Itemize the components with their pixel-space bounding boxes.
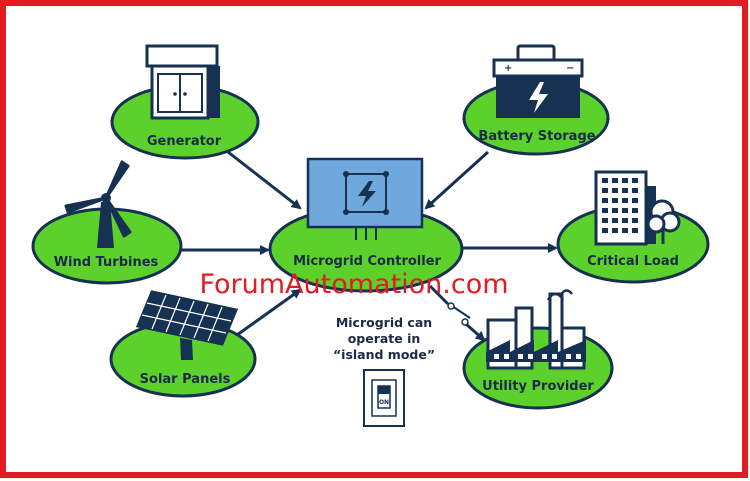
switch-contact-b [461, 318, 469, 326]
node-critical: Critical Load [556, 170, 710, 284]
note-line-1: Microgrid can [336, 315, 432, 330]
node-generator: Generator [110, 44, 260, 160]
svg-text:+: + [504, 63, 512, 74]
controller-icon [306, 157, 424, 240]
node-wind: Wind Turbines [31, 160, 183, 285]
node-utility-label: Utility Provider [482, 379, 594, 394]
switch-contact-a [447, 302, 455, 310]
connectors [180, 150, 558, 342]
node-controller: Microgrid Controller [268, 157, 464, 293]
node-utility: Utility Provider [462, 289, 614, 410]
note-line-2: operate in [348, 331, 421, 346]
node-controller-label: Microgrid Controller [293, 254, 441, 269]
node-utility-ellipse [462, 326, 614, 410]
arrow-generator-to-controller [227, 150, 302, 210]
switch-blade [451, 305, 471, 319]
arrow-solar-to-controller [229, 288, 302, 342]
battery-icon: + − [492, 44, 584, 118]
factory-icon [486, 289, 586, 370]
node-battery-label: Battery Storage [478, 129, 595, 144]
note-line-3: “island mode” [333, 347, 435, 362]
svg-text:−: − [566, 63, 574, 74]
wind-turbine-icon [64, 160, 132, 248]
building-icon [594, 170, 681, 246]
node-solar-label: Solar Panels [140, 372, 231, 387]
link-switch-to-utility [465, 322, 486, 342]
node-critical-label: Critical Load [587, 254, 679, 269]
arrow-battery-to-controller [424, 150, 490, 210]
generator-icon [145, 44, 220, 120]
node-wind-label: Wind Turbines [54, 255, 159, 270]
link-controller-to-switch [428, 284, 450, 306]
switch-on-label: ON [379, 399, 389, 406]
node-battery: + − Battery Storage [462, 44, 610, 156]
watermark: ForumAutomation.com [199, 269, 508, 300]
island-mode-note: Microgrid can operate in “island mode” [333, 315, 435, 362]
solar-panel-icon [135, 290, 239, 360]
node-solar: Solar Panels [109, 290, 257, 398]
node-generator-label: Generator [147, 134, 222, 149]
wall-switch-icon: ON [363, 369, 405, 427]
